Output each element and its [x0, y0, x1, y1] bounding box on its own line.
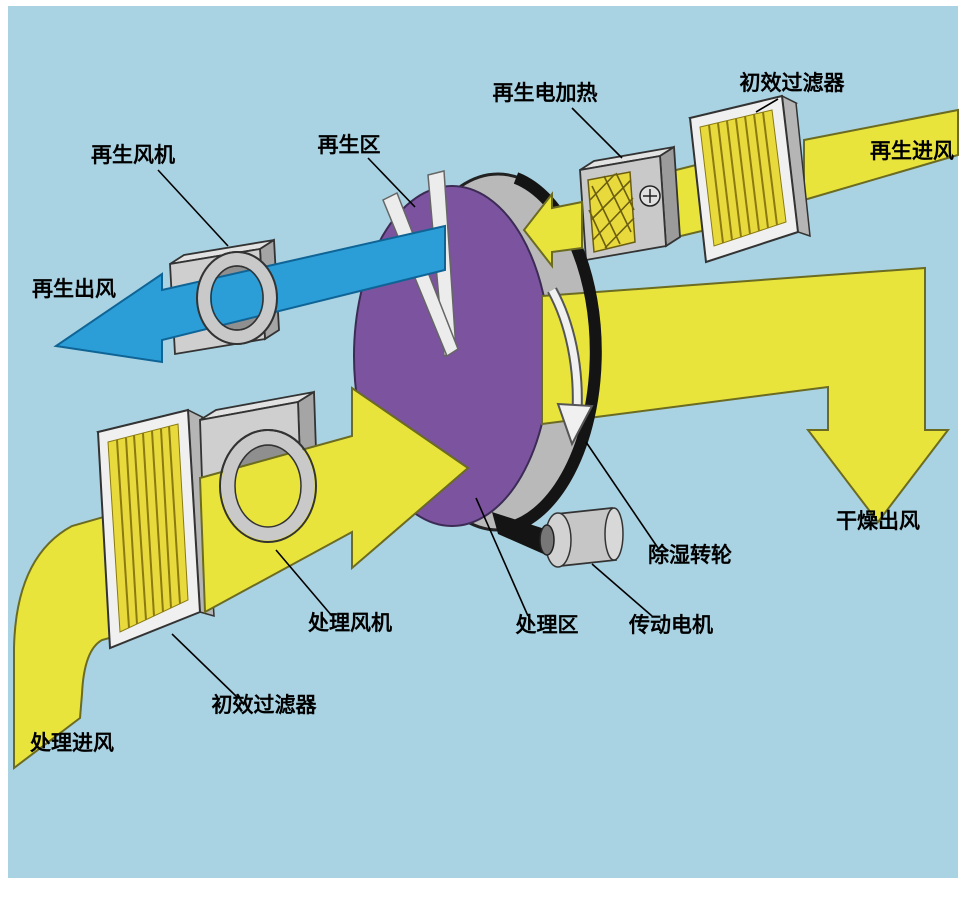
- rotation-arrow-body: [548, 288, 581, 413]
- pleat-line: [133, 434, 147, 621]
- label-process-zone: 处理区: [515, 613, 579, 637]
- label-primary-filter-bottom: 初效过滤器: [212, 693, 318, 717]
- pleat-line: [151, 430, 164, 613]
- leader-line-regen-zone: [367, 157, 416, 208]
- leader-lines: [157, 98, 779, 699]
- collar-ring: [198, 253, 276, 343]
- label-dry-outlet: 干燥出风: [836, 509, 920, 533]
- regen-air-outlet-arrow: [53, 224, 446, 364]
- label-regen-zone: 再生区: [318, 133, 381, 157]
- label-regen-heater: 再生电加热: [493, 81, 598, 105]
- collar-ring-inner-edge: [234, 444, 302, 528]
- pleat-line: [708, 124, 724, 244]
- heater-mesh-hatch: [588, 172, 635, 250]
- pleat-line: [762, 111, 778, 226]
- label-process-inlet: 处理进风: [29, 731, 114, 755]
- process-fan-collar-overlay: [219, 429, 317, 543]
- label-primary-filter-top: 初效过滤器: [740, 71, 846, 95]
- dry-air-outlet-duct: [541, 266, 951, 524]
- collar-ring-inner-edge: [210, 265, 264, 331]
- label-regen-fan: 再生风机: [91, 143, 175, 167]
- pleat-line: [142, 432, 155, 617]
- leader-line-regen-heater: [571, 107, 623, 159]
- labels: 再生电加热 初效过滤器 再生进风 再生风机 再生区 再生出风 干燥出风 除湿转轮…: [29, 71, 954, 755]
- mesh-line: [603, 175, 632, 233]
- collar-ring: [221, 431, 315, 541]
- leader-line-filter-bottom: [171, 633, 239, 699]
- primary-filter-top: [687, 94, 811, 264]
- label-regen-inlet: 再生进风: [870, 139, 954, 163]
- leader-line-process-zone: [475, 497, 529, 617]
- mesh-line: [590, 179, 632, 221]
- label-desiccant-wheel: 除湿转轮: [648, 543, 732, 567]
- motor-end-cap: [604, 507, 624, 561]
- collar-ring-outer-edge: [196, 251, 278, 345]
- pleat-line: [717, 122, 733, 241]
- pleat-line: [160, 428, 172, 609]
- collar-ring-outer-edge: [219, 429, 317, 543]
- mesh-line: [591, 185, 621, 245]
- leader-line-desiccant-wheel: [585, 441, 659, 549]
- label-regen-outlet: 再生出风: [32, 277, 116, 301]
- mesh-line: [589, 173, 616, 201]
- regen-air-to-wheel-arrow: [522, 191, 583, 269]
- pleat-line: [753, 113, 769, 229]
- rotation-arrow-head: [556, 402, 594, 447]
- rotation-arrow: [547, 287, 594, 447]
- pleat-line: [735, 118, 751, 235]
- regen-fan-collar-overlay: [196, 251, 278, 345]
- pleat-line: [726, 120, 742, 238]
- pleat-line: [744, 115, 760, 232]
- belt-strap: [492, 512, 548, 556]
- pleat-line: [116, 439, 130, 629]
- filter-pleats: [708, 111, 778, 244]
- filter-pleats: [116, 425, 181, 629]
- label-process-fan: 处理风机: [307, 611, 392, 635]
- motor-pulley: [539, 524, 555, 556]
- leader-line-filter-top: [755, 98, 779, 113]
- mesh-line: [588, 209, 608, 250]
- mesh-line: [604, 217, 635, 249]
- mesh-line: [615, 172, 635, 211]
- label-drive-motor: 传动电机: [628, 613, 713, 637]
- primary-filter-bottom: [95, 408, 215, 650]
- pleat-line: [125, 437, 138, 625]
- leader-line-process-fan: [275, 549, 333, 617]
- regen-electric-heater: [579, 145, 681, 262]
- process-air-arrow: [198, 386, 470, 614]
- leader-line-drive-motor: [591, 563, 653, 617]
- leader-line-regen-fan: [157, 169, 229, 247]
- pleat-line: [168, 425, 181, 605]
